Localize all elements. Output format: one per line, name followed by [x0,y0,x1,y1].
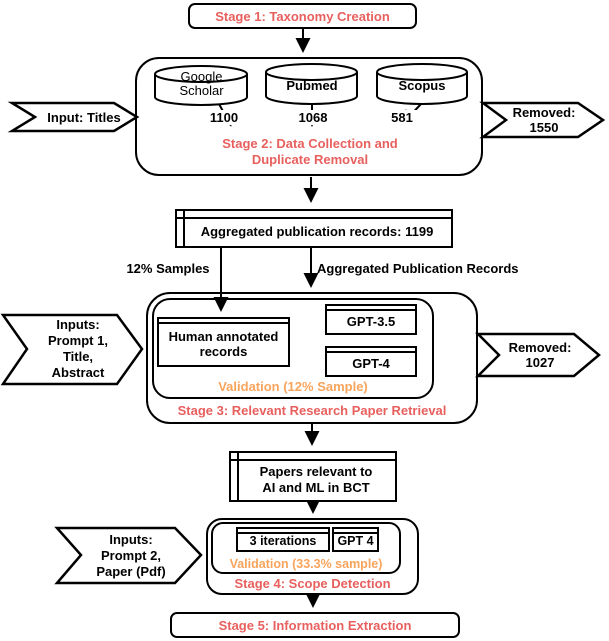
stage3-title: Stage 3: Relevant Research Paper Retriev… [177,403,447,418]
aggregated-records-label: Aggregated publication records: 1199 [200,224,434,239]
pubmed-cylinder [265,63,358,105]
pubmed-count: 1068 [290,110,336,125]
human-annotated-label: Human annotated records [168,329,279,359]
inputs-stage4-banner-shape [54,526,203,585]
input-titles-banner-label: Input: Titles [47,110,121,125]
inputs-stage3-banner-shape [0,313,144,386]
stage4-container [206,518,419,595]
inputs-stage4-banner-label: Inputs: Prompt 2, Paper (Pdf) [96,532,166,579]
stage3-validation-container [152,298,434,399]
stage3-validation-label: Validation (12% Sample) [218,379,368,394]
scopus-cylinder [376,63,468,105]
stage1-node: Stage 1: Taxonomy Creation [188,3,417,29]
stage4-validation-container [211,522,401,574]
iterations-node: 3 iterations [236,527,330,552]
stage5-node: Stage 5: Information Extraction [170,612,460,638]
google-scholar-cylinder-rim [154,73,248,83]
aggregated-branch-label: Aggregated Publication Records [317,261,519,276]
scopus-count: 581 [383,110,421,125]
pubmed-label: Pubmed [286,78,338,93]
gpt4-stage4-node: GPT 4 [332,527,379,552]
human-annotated-node: Human annotated records [157,317,290,367]
iterations-label: 3 iterations [249,534,317,548]
gpt4-node: GPT-4 [325,346,417,377]
scopus-label: Scopus [398,78,446,93]
removed-1027-banner-label: Removed: 1027 [508,340,572,370]
stage4-title: Stage 4: Scope Detection [234,576,391,591]
stage2-container [135,57,483,176]
gpt35-label: GPT-3.5 [346,313,396,329]
stage3-container [146,292,478,424]
aggregated-records-node: Aggregated publication records: 1199 [175,209,453,248]
papers-relevant-label: Papers relevant to AI and ML in BCT [259,463,373,495]
stage2-title: Stage 2: Data Collection and Duplicate R… [222,136,398,167]
removed-1027-banner-shape [474,332,601,378]
gpt35-node: GPT-3.5 [325,304,417,335]
papers-relevant-node: Papers relevant to AI and ML in BCT [229,451,397,502]
google-scholar-count: 1100 [201,110,247,125]
stage4-validation-label: Validation (33.3% sample) [229,557,383,571]
stage1-title: Stage 1: Taxonomy Creation [215,8,390,24]
input-titles-banner-shape [7,101,140,133]
inputs-stage3-banner-label: Inputs: Prompt 1, Title, Abstract [48,317,108,380]
gpt4-label: GPT-4 [352,355,390,371]
google-scholar-label: Google Scholar [179,69,224,98]
google-scholar-cylinder [154,65,248,106]
removed-1550-banner-label: Removed: 1550 [512,105,576,135]
pubmed-cylinder-rim [265,71,358,81]
samples-branch-label: 12% Samples [126,261,210,276]
gpt4-stage4-label: GPT 4 [337,534,374,548]
removed-1550-banner-shape [479,101,606,139]
stage5-title: Stage 5: Information Extraction [218,617,412,633]
